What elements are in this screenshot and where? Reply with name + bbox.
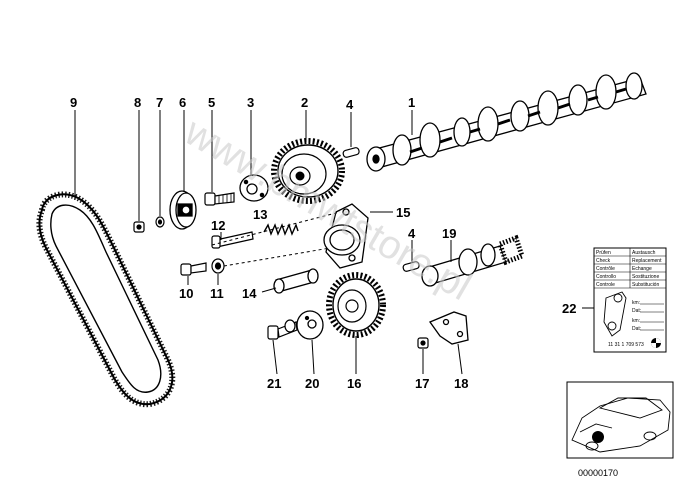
hub-20[interactable]: [296, 310, 324, 340]
bolt-5[interactable]: [204, 192, 235, 206]
callout-9: 9: [70, 95, 77, 110]
belt-pictogram: [603, 291, 627, 337]
callout-15: 15: [396, 205, 410, 220]
bolt-8[interactable]: [133, 221, 145, 233]
bolt-10[interactable]: [180, 262, 207, 276]
callout-4-lower: 4: [408, 226, 416, 241]
callout-17: 17: [415, 376, 429, 391]
callout-14: 14: [242, 286, 257, 301]
label-km-1: km:: [632, 300, 640, 306]
dowel-pin-upper[interactable]: [342, 147, 360, 158]
stud-12[interactable]: [211, 231, 254, 249]
camshaft[interactable]: [366, 72, 647, 172]
sleeve-14[interactable]: [273, 268, 319, 294]
engine-location-marker: [592, 431, 604, 443]
label-part-number: 11 31 1 709 573: [608, 342, 644, 348]
label-row2-right: Replacement: [632, 258, 662, 264]
bolt-17[interactable]: [417, 337, 429, 349]
timing-belt[interactable]: [36, 191, 176, 408]
callout-13: 13: [253, 207, 267, 222]
tensioner-15[interactable]: [323, 203, 369, 269]
label-row1-left: Prüfen: [596, 250, 611, 256]
label-row5-left: Controle: [596, 282, 615, 288]
callout-7: 7: [156, 95, 163, 110]
callout-19: 19: [442, 226, 456, 241]
callout-18: 18: [454, 376, 468, 391]
washer-11[interactable]: [211, 258, 225, 274]
document-number: 00000170: [578, 468, 618, 478]
callouts: 9 8 7 6 5 3 2 4 1 15 12 13 4 19 14 10 11…: [70, 95, 576, 391]
callout-11: 11: [210, 286, 224, 301]
label-dat-2: Dat:: [632, 326, 641, 332]
callout-5: 5: [208, 95, 215, 110]
sprocket-hub[interactable]: [239, 174, 269, 202]
bmw-logo-icon: [651, 338, 661, 348]
dowel-pin-lower[interactable]: [402, 261, 420, 272]
bolt-21[interactable]: [267, 319, 298, 340]
flange-6[interactable]: [169, 190, 197, 230]
callout-3: 3: [247, 95, 254, 110]
callout-16: 16: [347, 376, 361, 391]
intermediate-sprocket[interactable]: [326, 272, 386, 338]
label-row5-right: Substitución: [632, 282, 659, 288]
callout-4-upper: 4: [346, 97, 354, 112]
callout-1: 1: [408, 95, 415, 110]
callout-10: 10: [179, 286, 193, 301]
label-row4-right: Sostituzione: [632, 274, 659, 280]
callout-6: 6: [179, 95, 186, 110]
callout-21: 21: [267, 376, 281, 391]
leader-lines: [74, 110, 600, 375]
label-row4-left: Controllo: [596, 274, 616, 280]
label-km-2: km:: [632, 318, 640, 324]
callout-12: 12: [211, 218, 225, 233]
label-row1-right: Austausch: [632, 250, 656, 256]
camshaft-sprocket[interactable]: [271, 138, 345, 204]
callout-2: 2: [301, 95, 308, 110]
intermediate-shaft[interactable]: [421, 234, 526, 287]
callout-8: 8: [134, 95, 141, 110]
callout-22: 22: [562, 301, 576, 316]
label-dat-1: Dat:: [632, 308, 641, 314]
label-row3-left: Contrôle: [596, 266, 615, 272]
vehicle-thumbnail: [566, 381, 674, 459]
spring-13[interactable]: [263, 223, 299, 236]
label-row3-right: Echange: [632, 266, 652, 272]
washer-7[interactable]: [155, 216, 165, 228]
callout-20: 20: [305, 376, 319, 391]
cover-plate-18[interactable]: [428, 311, 469, 345]
service-label-card: Prüfen Austausch Check Replacement Contr…: [593, 247, 667, 353]
label-row2-left: Check: [596, 258, 611, 264]
